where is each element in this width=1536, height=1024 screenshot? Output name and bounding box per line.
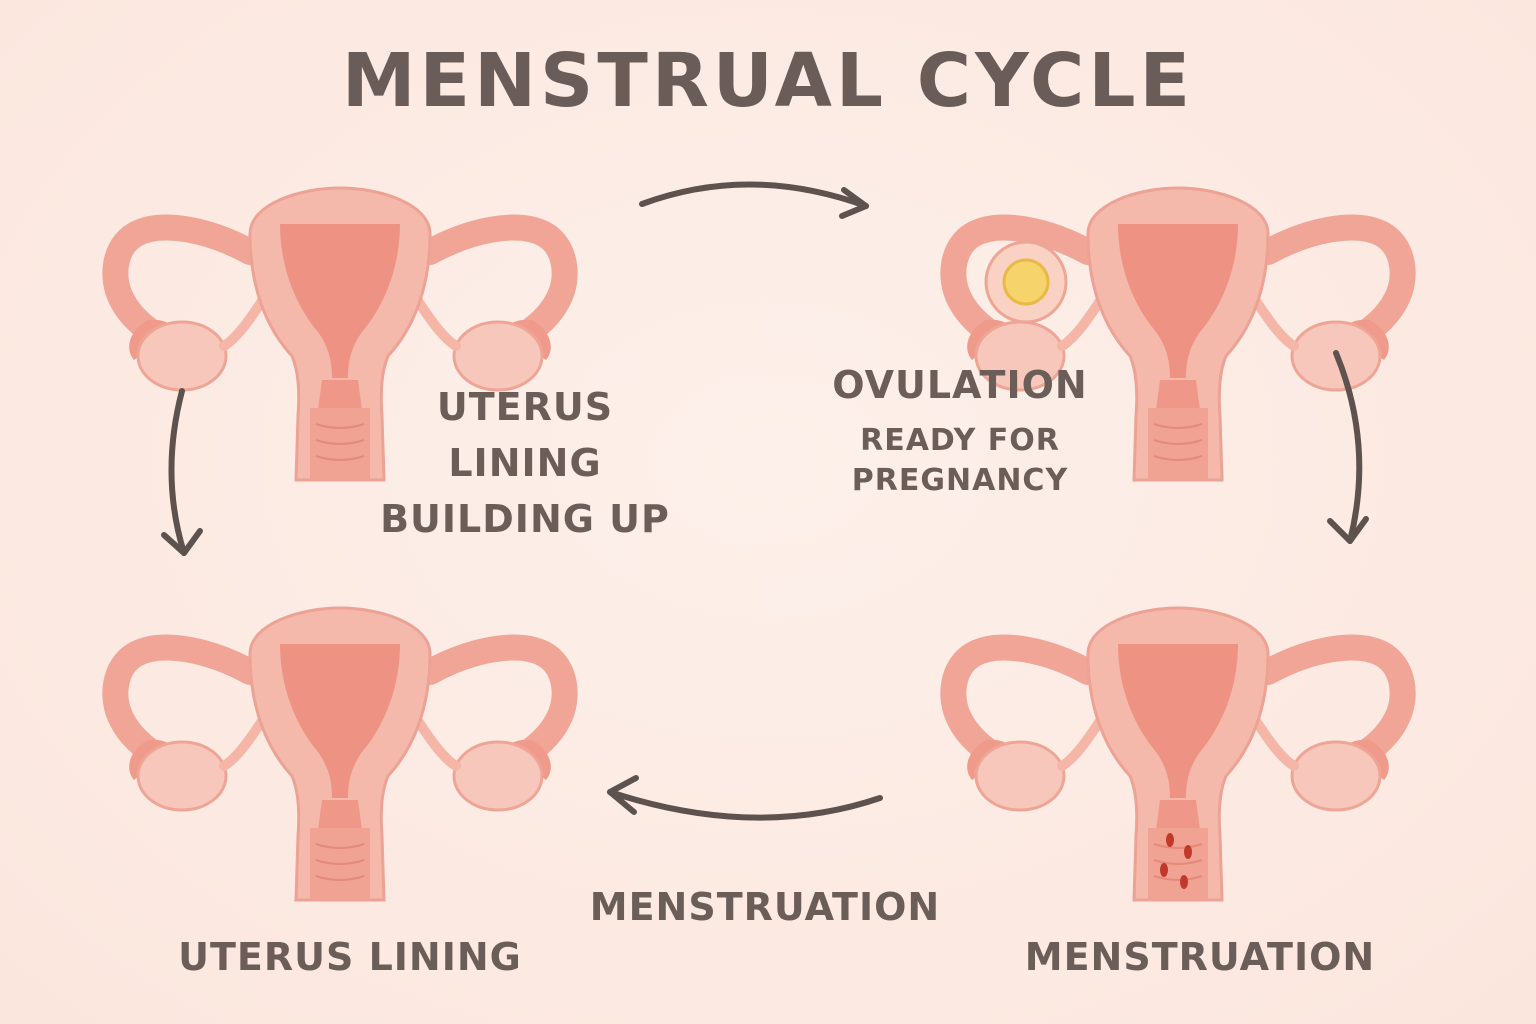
stage-label-line-2: LINING (448, 441, 602, 485)
ovulation-subtitle-line-1: READY FOR (860, 423, 1060, 458)
stage-label-line-3: BUILDING UP (380, 497, 670, 541)
stage-label-uterus-lining: UTERUS LINING (178, 935, 522, 979)
arrow-bottom-left-icon (607, 775, 883, 821)
transition-label-menstruation: MENSTRUATION (589, 885, 941, 929)
arrow-left-down-icon (161, 388, 203, 556)
egg-follicle-icon (984, 240, 1068, 324)
ovulation-title: OVULATION (832, 363, 1088, 407)
stage-label-line-1: UTERUS (436, 385, 614, 429)
uterus-illustration-bottom-left (100, 580, 580, 910)
ovulation-subtitle-line-2: PREGNANCY (851, 463, 1069, 498)
stage-label-ovulation: OVULATION READY FOR PREGNANCY (800, 366, 1120, 496)
page-title: MENSTRUAL CYCLE (341, 38, 1195, 124)
stage-label-menstruation: MENSTRUATION (1024, 935, 1376, 979)
arrow-right-down-icon (1327, 350, 1369, 544)
uterus-illustration-top-right (938, 160, 1418, 490)
arrow-top-right-icon (639, 181, 869, 219)
stage-label-building-up: UTERUS LINING BUILDING UP (380, 388, 670, 538)
uterus-illustration-bottom-right (938, 580, 1418, 910)
blood-drops-icon (1160, 833, 1192, 889)
